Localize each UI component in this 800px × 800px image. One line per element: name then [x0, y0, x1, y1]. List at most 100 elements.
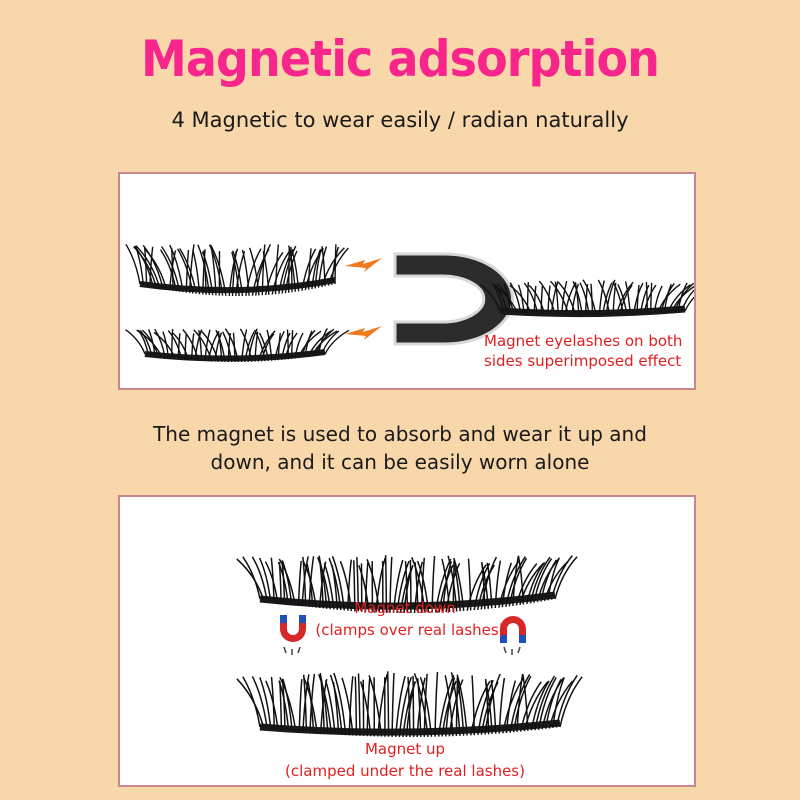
lash-hair: [194, 329, 203, 361]
label-magnet-down-sub: (clamps over real lashes): [315, 621, 505, 639]
lash-hair: [517, 555, 525, 605]
lash-hair: [431, 555, 436, 613]
lash-hair: [188, 244, 195, 294]
lash-hair: [318, 557, 328, 609]
lash-hair: [318, 674, 333, 735]
lash-hair: [278, 558, 296, 606]
lash-hair: [530, 680, 550, 731]
lash-hair: [540, 285, 544, 314]
lash-hair: [204, 329, 211, 362]
lash-hair: [552, 677, 565, 728]
lash-hair: [579, 282, 590, 316]
lash-hair: [334, 244, 337, 285]
lash-hair: [321, 330, 340, 355]
label-magnet-up: Magnet up: [364, 740, 446, 758]
lash-hair: [307, 248, 312, 290]
lash-hair: [282, 678, 293, 731]
lash-hair: [301, 248, 317, 291]
lash-hair: [498, 677, 506, 734]
lash-hair: [512, 675, 532, 733]
lash-hair: [485, 681, 493, 735]
lash-hair: [663, 283, 672, 313]
lash-hair: [264, 561, 279, 603]
lash-hair: [484, 673, 501, 735]
lash-hair: [572, 281, 583, 316]
lash-hair: [154, 328, 166, 358]
lash-hair: [323, 563, 335, 610]
caption-line-2: sides superimposed effect: [484, 352, 682, 370]
lash-hair: [368, 675, 383, 737]
lash-hair: [232, 250, 244, 297]
lash-hair: [217, 330, 223, 362]
lash-strip-right: [480, 279, 694, 318]
lash-hair: [321, 246, 326, 287]
lash-hair: [354, 676, 358, 736]
lash-hair: [396, 560, 410, 613]
lash-hair: [214, 332, 223, 362]
lash-hair: [144, 249, 168, 290]
lash-hair: [571, 283, 580, 315]
lash-hair: [167, 330, 183, 360]
lash-hair: [660, 282, 675, 313]
lash-hair: [516, 673, 524, 732]
lash-hair: [290, 246, 293, 293]
lash-hair: [247, 328, 258, 362]
lash-hair: [142, 244, 164, 290]
lash-hair: [125, 244, 141, 285]
lash-hair: [308, 556, 315, 607]
lash-hair: [423, 673, 428, 737]
lash-hair: [331, 246, 340, 285]
lash-hair: [548, 680, 574, 729]
lash-hair: [314, 328, 335, 356]
lash-hair: [125, 329, 146, 355]
lash-hair: [321, 247, 345, 288]
lash-hair: [248, 247, 260, 296]
lash-hair: [258, 557, 272, 601]
lash-hair: [261, 244, 266, 296]
lash-hair: [197, 244, 211, 296]
lash-hair: [547, 557, 560, 601]
panel-magnetic-effect: Magnet eyelashes on both sides superimpo…: [118, 172, 696, 390]
lash-hair: [561, 280, 568, 315]
lash-hair: [377, 674, 388, 737]
lash-hair: [331, 556, 346, 611]
lash-hair: [419, 676, 433, 737]
lash-hair: [241, 329, 248, 363]
lash-hair: [480, 284, 501, 312]
lash-hair: [339, 560, 353, 612]
lash-hair: [304, 247, 324, 291]
lash-hair: [244, 331, 255, 363]
caption-magnet-eyelashes: Magnet eyelashes on both sides superimpo…: [484, 331, 694, 371]
lash-hair: [251, 556, 268, 601]
lash-hair: [316, 557, 331, 610]
lash-hair: [444, 675, 454, 737]
lash-hair: [547, 285, 551, 315]
lash-hair: [555, 674, 578, 728]
lash-hair: [413, 673, 429, 737]
lash-hair: [277, 561, 289, 604]
lash-hair: [179, 248, 197, 294]
lash-hair: [328, 557, 342, 611]
lash-hair: [549, 280, 570, 315]
middle-description: The magnet is used to absorb and wear it…: [0, 420, 800, 476]
lash-hair: [198, 329, 203, 361]
lash-hair: [534, 675, 556, 731]
lash-hair: [515, 563, 538, 606]
lash-hair: [169, 244, 184, 293]
lash-hair: [509, 674, 531, 733]
lash-hair: [347, 559, 353, 611]
lash-hair: [254, 331, 259, 362]
lash-hair: [297, 560, 302, 606]
lash-hair: [139, 330, 153, 356]
lash-hair: [153, 331, 176, 359]
lash-hair: [550, 281, 559, 315]
lash-hair: [582, 279, 597, 316]
lash-hair: [452, 561, 461, 612]
lash-hair: [490, 679, 497, 734]
lash-hair: [236, 678, 265, 728]
lash-hair: [135, 245, 161, 289]
lash-hair: [307, 681, 315, 733]
lash-hair: [271, 249, 291, 295]
lash-hair: [317, 246, 328, 288]
lash-strip-bottom: [236, 671, 583, 738]
